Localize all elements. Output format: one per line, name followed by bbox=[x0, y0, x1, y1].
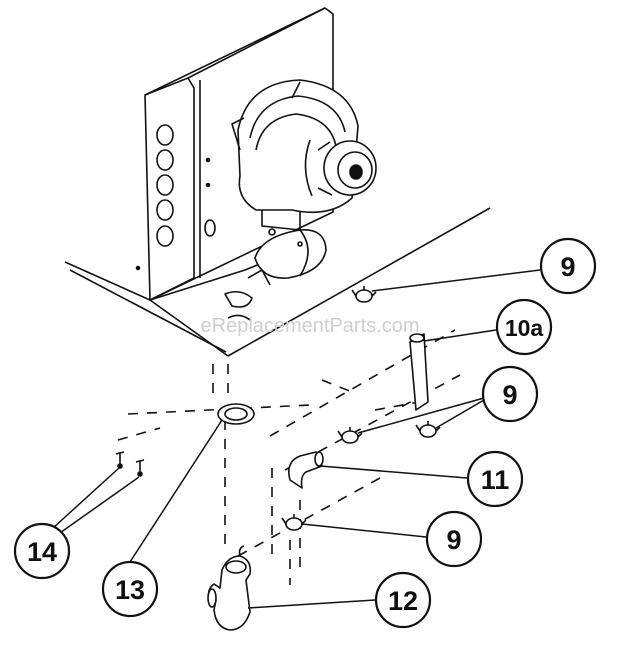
callout-13: 13 bbox=[101, 560, 159, 618]
drain-hose-straight bbox=[409, 333, 429, 411]
callout-12: 12 bbox=[374, 571, 432, 629]
drain-trap bbox=[207, 545, 252, 631]
callouts: 9 10a 9 11 9 12 13 14 bbox=[13, 237, 597, 629]
blower-panel-assembly bbox=[64, 7, 491, 357]
callout-9-lower: 9 bbox=[425, 510, 483, 568]
svg-text:10a: 10a bbox=[505, 315, 544, 341]
callout-10a: 10a bbox=[495, 298, 553, 356]
svg-text:9: 9 bbox=[560, 252, 575, 282]
leader-lines bbox=[41, 269, 541, 609]
blower-housing bbox=[231, 79, 377, 231]
hose-clamp-middle-left bbox=[337, 427, 363, 444]
callout-11: 11 bbox=[466, 450, 524, 508]
watermark: eReplacementParts.com bbox=[201, 315, 420, 337]
svg-text:12: 12 bbox=[388, 586, 418, 616]
callout-9-middle: 9 bbox=[481, 365, 539, 423]
gasket bbox=[217, 403, 255, 425]
svg-text:9: 9 bbox=[446, 525, 461, 555]
hose-clamp-lower bbox=[281, 514, 307, 531]
svg-text:9: 9 bbox=[502, 380, 517, 410]
svg-text:14: 14 bbox=[27, 537, 57, 567]
screws bbox=[115, 451, 145, 477]
dashed-frame bbox=[117, 329, 461, 585]
drain-pipe-fitting bbox=[247, 228, 327, 286]
blower-motor bbox=[304, 139, 377, 197]
louver-holes bbox=[156, 124, 216, 247]
svg-text:11: 11 bbox=[481, 465, 510, 495]
hose-clamp-middle-right bbox=[415, 421, 441, 438]
callout-14: 14 bbox=[13, 522, 71, 580]
small-parts bbox=[115, 286, 441, 631]
svg-text:13: 13 bbox=[115, 575, 145, 605]
callout-9-upper: 9 bbox=[539, 237, 597, 295]
hose-clamp-upper bbox=[351, 286, 377, 303]
